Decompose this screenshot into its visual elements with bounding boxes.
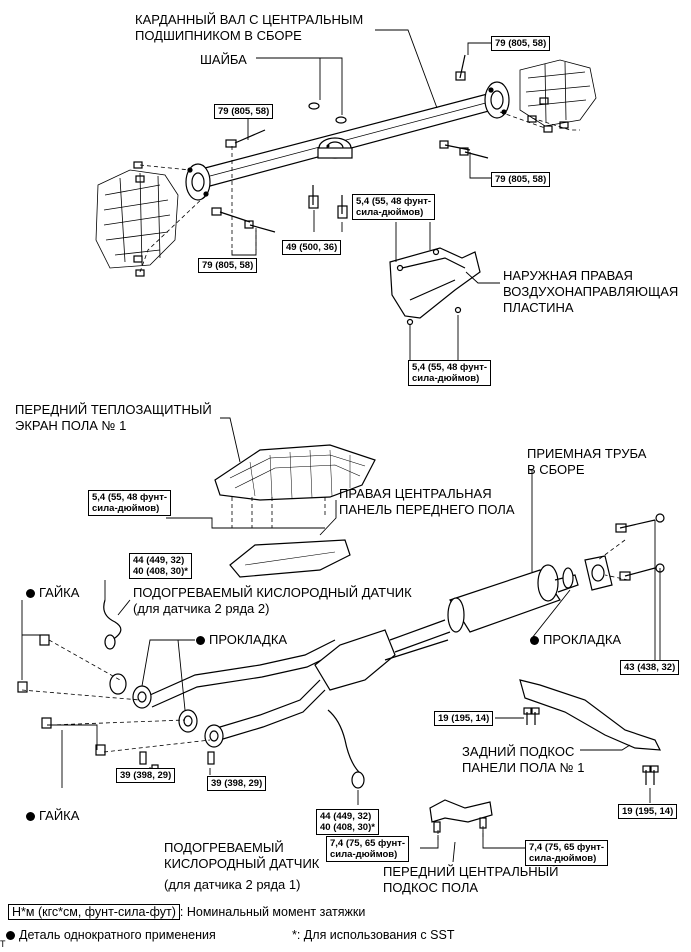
heat-shield-label-2: ЭКРАН ПОЛА № 1 [15, 418, 127, 433]
torque-5-4-shield-line2: сила-дюймов) [92, 503, 160, 514]
torque-19-left: 19 (195, 14) [434, 711, 494, 726]
legend-unit-box: Н*м (кгс*см, фунт-сила-фут) [8, 904, 180, 920]
nut-label-top: ГАЙКА [26, 585, 79, 601]
torque-39-left: 39 (398, 29) [116, 768, 176, 783]
differential-housing [519, 59, 597, 127]
torque-19-right: 19 (195, 14) [618, 804, 678, 819]
torque-7-4-right-line2: сила-дюймов) [529, 853, 597, 864]
right-center-front-panel [229, 539, 351, 578]
torque-44-bottom-line2: 40 (408, 30)* [320, 822, 375, 833]
o2-sensor-bottom-label-1: ПОДОГРЕВАЕМЫЙ [164, 840, 284, 855]
center-panel-label-1: ПРАВАЯ ЦЕНТРАЛЬНАЯ [339, 486, 492, 501]
o2-sensor-top-label-2: (для датчика 2 ряда 2) [133, 601, 270, 616]
legend-torque-units: Н*м (кгс*см, фунт-сила-фут): Номинальный… [8, 904, 366, 920]
nut-bottom-text: ГАЙКА [39, 808, 80, 823]
torque-44-top-line1: 44 (449, 32) [133, 555, 185, 566]
legend-sst-note: *: Для использования с SST [292, 928, 455, 942]
leader-lines [21, 29, 661, 863]
air-guide-label-3: ПЛАСТИНА [503, 300, 574, 315]
propeller-shaft-label-2: ПОДШИПНИКОМ В СБОРЕ [135, 28, 302, 43]
o2-sensor-top-label-1: ПОДОГРЕВАЕМЫЙ КИСЛОРОДНЫЙ ДАТЧИК [133, 585, 412, 600]
torque-5-4-bottom-line2: сила-дюймов) [412, 373, 480, 384]
torque-5-4-shield: 5,4 (55, 48 фунт-сила-дюймов) [88, 490, 172, 516]
oxygen-sensors [103, 599, 365, 789]
o2-sensor-bottom-label-2: КИСЛОРОДНЫЙ ДАТЧИК [164, 856, 320, 871]
nut-top-text: ГАЙКА [39, 585, 80, 600]
washer-label: ШАЙБА [200, 52, 247, 67]
propeller-shaft-assembly [185, 81, 510, 201]
torque-43: 43 (438, 32) [620, 660, 680, 675]
gasket-label-left: ПРОКЛАДКА [196, 632, 287, 648]
torque-7-4-left-line1: 7,4 (75, 65 фунт- [330, 838, 406, 849]
exhaust-pipe-label-1: ПРИЕМНАЯ ТРУБА [527, 446, 647, 461]
torque-44-bottom-line1: 44 (449, 32) [320, 811, 372, 822]
torque-44-top: 44 (449, 32)40 (408, 30)* [129, 553, 192, 579]
non-reusable-dot-icon [196, 636, 205, 645]
torque-5-4-bottom: 5,4 (55, 48 фунт-сила-дюймов) [408, 360, 492, 386]
washer-parts [308, 102, 347, 124]
front-brace-label-1: ПЕРЕДНИЙ ЦЕНТРАЛЬНЫЙ [383, 864, 559, 879]
torque-79-bottom: 79 (805, 58) [198, 258, 258, 273]
non-reusable-dot-icon [6, 931, 15, 940]
front-heat-shield [214, 444, 376, 501]
rear-brace-label-2: ПАНЕЛИ ПОЛА № 1 [462, 760, 585, 775]
torque-44-top-line2: 40 (408, 30)* [133, 566, 188, 577]
torque-49: 49 (500, 36) [282, 240, 342, 255]
torque-79-top-right: 79 (805, 58) [491, 36, 551, 51]
transmission-housing [95, 169, 179, 269]
rear-floor-brace [519, 679, 662, 785]
torque-79-right: 79 (805, 58) [491, 172, 551, 187]
torque-7-4-right: 7,4 (75, 65 фунт-сила-дюймов) [525, 840, 609, 866]
o2-sensor-bottom-label-3: (для датчика 2 ряда 1) [164, 877, 301, 892]
rear-brace-label-1: ЗАДНИЙ ПОДКОС [462, 744, 575, 759]
center-panel-label-2: ПАНЕЛЬ ПЕРЕДНЕГО ПОЛА [339, 502, 515, 517]
nut-label-bottom: ГАЙКА [26, 808, 79, 824]
torque-7-4-left-line2: сила-дюймов) [330, 849, 398, 860]
torque-39-mid: 39 (398, 29) [207, 776, 267, 791]
torque-5-4-top: 5,4 (55, 48 фунт-сила-дюймов) [352, 194, 436, 220]
non-reusable-dot-icon [26, 812, 35, 821]
propeller-shaft-label-1: КАРДАННЫЙ ВАЛ С ЦЕНТРАЛЬНЫМ [135, 12, 364, 27]
alignment-lines-exhaust [21, 497, 629, 840]
non-reusable-dot-icon [26, 589, 35, 598]
corner-mark: T [0, 939, 6, 949]
heat-shield-label-1: ПЕРЕДНИЙ ТЕПЛОЗАЩИТНЫЙ [15, 402, 212, 417]
marker-dots [326, 144, 330, 148]
legend-non-reusable-text: Деталь однократного применения [19, 928, 216, 942]
torque-5-4-top-line2: сила-дюймов) [356, 207, 424, 218]
exhaust-pipe-label-2: В СБОРЕ [527, 462, 585, 477]
air-guide-plate [389, 247, 481, 326]
propeller-bolts [133, 54, 569, 277]
torque-7-4-left: 7,4 (75, 65 фунт-сила-дюймов) [326, 836, 410, 862]
torque-7-4-right-line1: 7,4 (75, 65 фунт- [529, 842, 605, 853]
gasket-right-text: ПРОКЛАДКА [543, 632, 622, 647]
front-brace-label-2: ПОДКОС ПОЛА [383, 880, 479, 895]
air-guide-label-1: НАРУЖНАЯ ПРАВАЯ [503, 268, 633, 283]
exhaust-pipe-assembly [109, 555, 613, 748]
gasket-label-right: ПРОКЛАДКА [530, 632, 621, 648]
non-reusable-dot-icon [530, 636, 539, 645]
torque-5-4-shield-line1: 5,4 (55, 48 фунт- [92, 492, 168, 503]
legend-non-reusable: Деталь однократного применения [6, 928, 216, 943]
torque-5-4-top-line1: 5,4 (55, 48 фунт- [356, 196, 432, 207]
torque-44-bottom: 44 (449, 32)40 (408, 30)* [316, 809, 379, 835]
gasket-left-text: ПРОКЛАДКА [209, 632, 288, 647]
torque-5-4-bottom-line1: 5,4 (55, 48 фунт- [412, 362, 488, 373]
torque-79-left: 79 (805, 58) [214, 104, 274, 119]
air-guide-label-2: ВОЗДУХОНАПРАВЛЯЮЩАЯ [503, 284, 679, 299]
legend-unit-desc: : Номинальный момент затяжки [179, 905, 366, 919]
